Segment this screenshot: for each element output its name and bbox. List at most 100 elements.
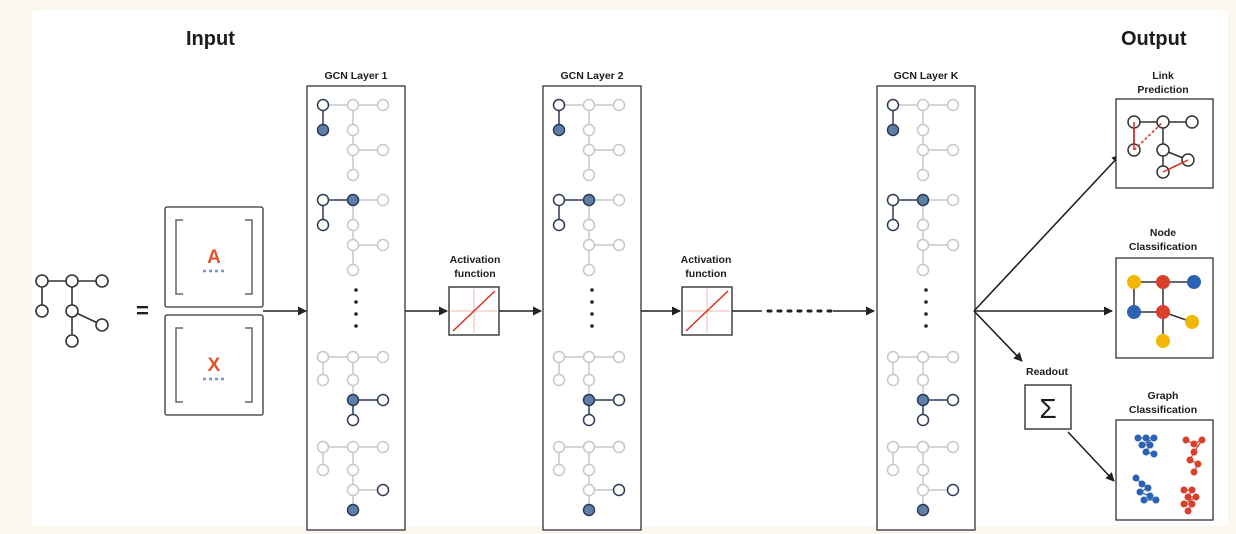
graph-node	[916, 193, 930, 207]
graph-node	[612, 350, 626, 364]
graph-node	[612, 483, 626, 497]
graph-node	[886, 193, 900, 207]
graph-node	[1146, 492, 1154, 500]
graph-node	[65, 274, 79, 288]
graph-node	[346, 193, 360, 207]
task-3-title-line1: Graph	[1148, 390, 1179, 402]
layer-node-group	[552, 193, 626, 277]
arrow-to-readout	[973, 310, 1023, 362]
gcn-layer-title: GCN Layer 1	[324, 70, 387, 82]
graph-node	[346, 238, 360, 252]
graph-node	[1182, 436, 1190, 444]
task-1-title-line1: Link	[1152, 70, 1174, 82]
readout-block: Readout Σ	[1024, 366, 1072, 430]
activation-function-2: Activation function	[681, 254, 733, 336]
graph-node	[916, 143, 930, 157]
graph-node	[582, 483, 596, 497]
graph-node	[1198, 436, 1206, 444]
graph-node	[612, 440, 626, 454]
layer-node-group	[552, 350, 626, 427]
graph-node	[1134, 434, 1142, 442]
graph-node	[1190, 440, 1198, 448]
graph-node	[916, 123, 930, 137]
arrow-to-link-prediction	[973, 154, 1121, 312]
graph-node	[552, 350, 566, 364]
input-graph	[35, 274, 109, 348]
graph-node	[612, 193, 626, 207]
layer-node-group	[886, 350, 960, 427]
graph-node	[886, 123, 900, 137]
graph-node	[552, 123, 566, 137]
adjacency-matrix-box: A	[164, 206, 264, 308]
graph-node	[376, 238, 390, 252]
node-classification-panel: Node Classification	[1115, 227, 1214, 359]
gcn-layer-1: GCN Layer 1	[306, 70, 406, 531]
layer-node-group	[316, 98, 390, 182]
gcn-layer-title: GCN Layer 2	[560, 70, 623, 82]
graph-classification-graphs	[1132, 434, 1206, 515]
graph-node	[316, 193, 330, 207]
graph-node	[1180, 486, 1188, 494]
graph-node	[1156, 334, 1170, 348]
red-graph-top	[1182, 436, 1206, 476]
equals-sign: =	[136, 298, 149, 323]
graph-classification-panel: Graph Classification	[1115, 390, 1214, 521]
graph-node	[346, 440, 360, 454]
graph-node	[1184, 507, 1192, 515]
graph-node	[1188, 500, 1196, 508]
graph-node	[346, 263, 360, 277]
graph-node	[916, 503, 930, 517]
activation-label-2-line1: Activation	[681, 254, 732, 266]
graph-node	[346, 373, 360, 387]
vertical-ellipsis-dot	[590, 312, 594, 316]
input-title: Input	[186, 28, 235, 50]
vertical-ellipsis-dot	[590, 300, 594, 304]
graph-node	[916, 350, 930, 364]
layer-node-group	[886, 440, 960, 517]
graph-node	[35, 304, 49, 318]
graph-node	[886, 98, 900, 112]
activation-label-2-line2: function	[685, 268, 726, 280]
vertical-ellipsis-dot	[354, 288, 358, 292]
vertical-ellipsis-dot	[590, 288, 594, 292]
gcn-layer-title: GCN Layer K	[894, 70, 959, 82]
graph-node	[552, 98, 566, 112]
graph-node	[346, 143, 360, 157]
graph-node	[946, 440, 960, 454]
graph-node	[95, 318, 109, 332]
graph-node	[1184, 493, 1192, 501]
graph-node	[582, 168, 596, 182]
graph-node	[1138, 480, 1146, 488]
layer-node-group	[552, 98, 626, 182]
graph-node	[1142, 434, 1150, 442]
layer-node-group	[316, 193, 390, 277]
graph-node	[582, 503, 596, 517]
graph-node	[612, 238, 626, 252]
graph-node	[582, 463, 596, 477]
graph-node	[1140, 496, 1148, 504]
graph-node	[346, 168, 360, 182]
layer-node-group	[316, 350, 390, 427]
vertical-ellipsis-dot	[924, 312, 928, 316]
graph-node	[946, 393, 960, 407]
graph-node	[1185, 315, 1199, 329]
vertical-ellipsis-dot	[924, 300, 928, 304]
task-1-title-line2: Prediction	[1137, 84, 1188, 96]
graph-node	[1150, 450, 1158, 458]
graph-node	[946, 143, 960, 157]
graph-node	[582, 193, 596, 207]
graph-node	[1190, 468, 1198, 476]
graph-node	[1144, 484, 1152, 492]
graph-node	[316, 463, 330, 477]
graph-node	[1142, 448, 1150, 456]
graph-node	[376, 393, 390, 407]
graph-node	[1194, 460, 1202, 468]
graph-node	[582, 238, 596, 252]
graph-node	[1127, 275, 1141, 289]
feature-matrix-box: X	[164, 314, 264, 416]
graph-node	[916, 393, 930, 407]
graph-node	[552, 440, 566, 454]
node-classification-graph	[1127, 275, 1201, 348]
graph-node	[1190, 448, 1198, 456]
graph-node	[886, 373, 900, 387]
